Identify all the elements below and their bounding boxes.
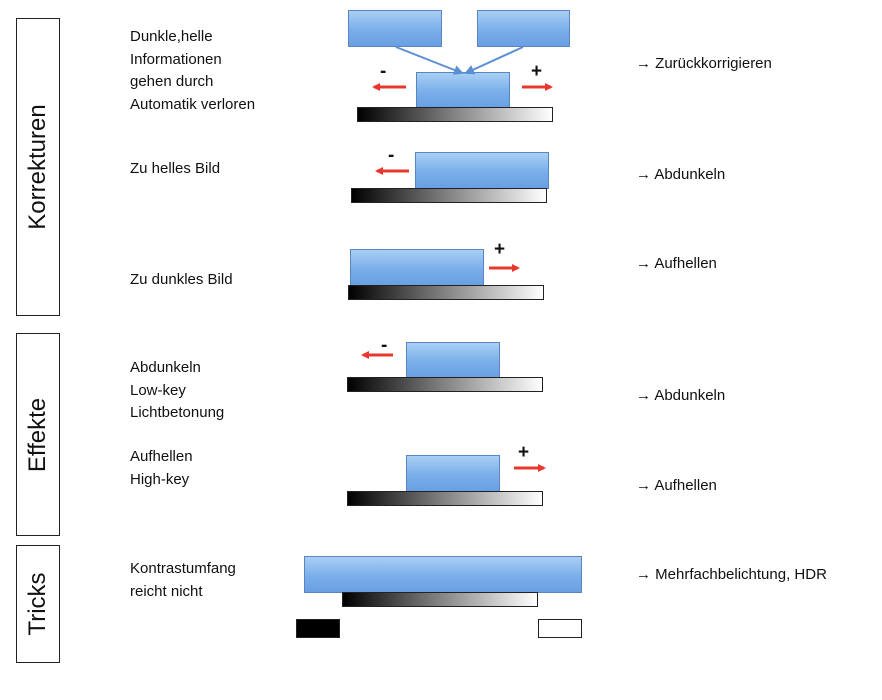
black-swatch xyxy=(296,619,340,638)
histogram-block xyxy=(415,152,549,189)
source-block-left xyxy=(348,10,442,47)
result-automatik: → Zurückkorrigieren xyxy=(636,55,772,72)
desc-line: Low-key xyxy=(130,381,186,399)
desc-aufhellen: Aufhellen High-key xyxy=(130,446,193,491)
tonal-range-bar xyxy=(357,107,553,122)
desc-line: Aufhellen xyxy=(130,448,193,465)
desc-zu-dunkel: Zu dunkles Bild xyxy=(130,269,233,292)
result-kontrast: → Mehrfachbelichtung, HDR xyxy=(636,566,827,583)
plus-sign: + xyxy=(518,442,530,463)
result-zu-dunkel: → Aufhellen xyxy=(636,255,717,272)
connector-arrow-right xyxy=(464,46,524,75)
desc-abdunkeln: Abdunkeln Low-key Lichtbetonung xyxy=(130,357,224,425)
desc-line: Informationen xyxy=(130,50,222,68)
plus-sign: + xyxy=(494,239,506,260)
white-swatch xyxy=(538,619,582,638)
result-abdunkeln: → Abdunkeln xyxy=(636,387,726,404)
section-tricks: Tricks xyxy=(16,545,60,663)
tonal-range-bar xyxy=(351,188,547,203)
desc-line: Zu dunkles Bild xyxy=(130,271,233,288)
desc-line: Abdunkeln xyxy=(130,359,201,376)
desc-zu-hell: Zu helles Bild xyxy=(130,158,220,181)
minus-sign: - xyxy=(380,61,387,82)
wide-histogram-block xyxy=(304,556,582,593)
desc-line: Dunkle,helle xyxy=(130,28,213,45)
desc-kontrast: Kontrastumfang reicht nicht xyxy=(130,558,236,603)
tonal-range-bar xyxy=(347,491,543,506)
desc-line: Kontrastumfang xyxy=(130,560,236,577)
tonal-range-bar xyxy=(342,592,538,607)
minus-sign: - xyxy=(388,145,395,166)
desc-line: High-key xyxy=(130,470,190,488)
desc-line: gehen durch xyxy=(130,73,214,90)
tonal-range-bar xyxy=(348,285,544,300)
desc-line: Lichtbetonung xyxy=(130,404,225,421)
section-korrekturen: Korrekturen xyxy=(16,18,60,316)
plus-sign: + xyxy=(531,61,543,82)
connector-arrow-left xyxy=(395,46,464,75)
desc-line: Zu helles Bild xyxy=(130,160,221,177)
minus-sign: - xyxy=(381,335,388,356)
histogram-block xyxy=(406,342,500,379)
result-aufhellen: → Aufhellen xyxy=(636,477,717,494)
desc-line: Automatik verloren xyxy=(130,95,256,113)
section-effekte: Effekte xyxy=(16,333,60,536)
histogram-block xyxy=(350,249,484,286)
result-zu-hell: → Abdunkeln xyxy=(636,166,726,183)
tonal-range-bar xyxy=(347,377,543,392)
desc-line: reicht nicht xyxy=(130,582,203,600)
source-block-right xyxy=(477,10,570,47)
desc-automatik: Dunkle,helle Informationen gehen durch A… xyxy=(130,26,255,116)
